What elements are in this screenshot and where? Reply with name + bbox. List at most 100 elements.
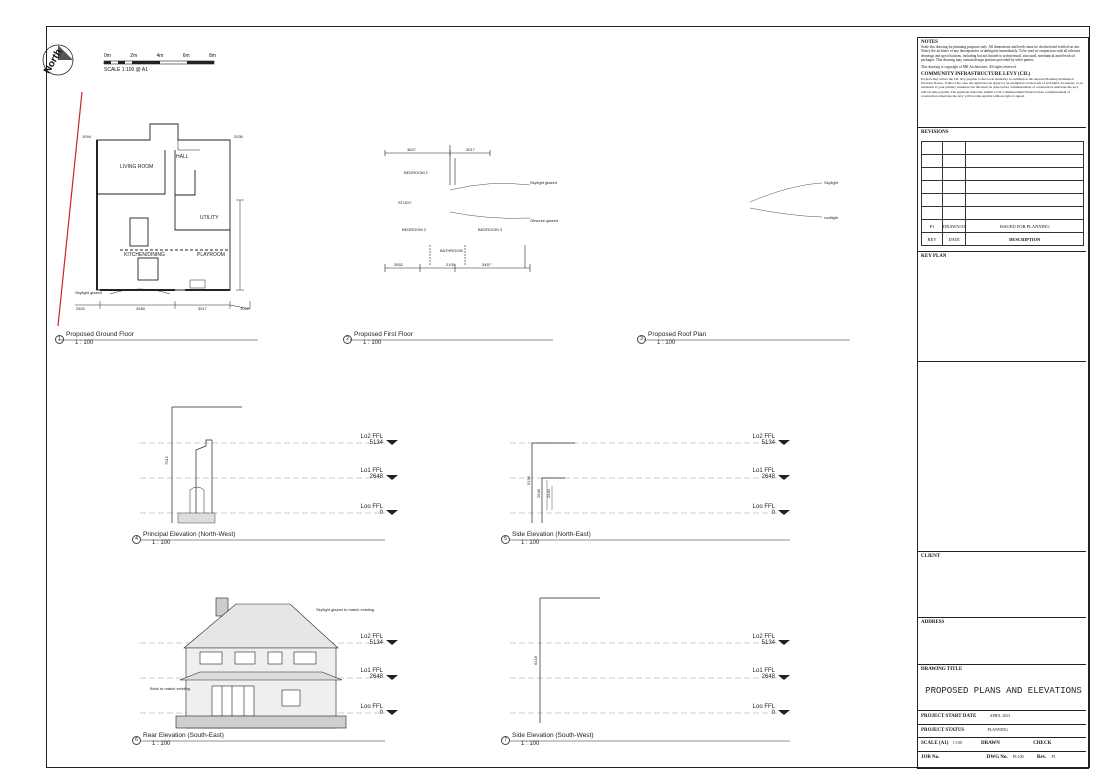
revisions-section: REVISIONS [918,128,1086,252]
project-start-row: PROJECT START DATE APRIL 2023 [918,711,1086,725]
view-title-rear: Rear Elevation (South-East)1 : 100 [143,732,224,747]
drawing-title-heading: DRAWING TITLE [921,667,963,672]
drawing-sheet-border [46,26,1090,768]
dim-first-a: 3647 [407,147,417,152]
revision-date: DRAWN/23 [941,219,967,233]
scale-caption: SCALE 1:100 @ A1 [104,67,148,73]
first-note-obscure: Obscure glazed [530,218,558,223]
copyright-text: This drawing is copyright of MK Architec… [921,64,1017,69]
job-row: JOB No. DWG No. PL100 Rev. P1 [918,752,1086,766]
revision-header-desc: DESCRIPTION [965,232,1084,246]
principal-elevation [171,406,242,524]
scale-bar [103,60,215,65]
scale-tick: 4m [156,53,164,59]
dim-ground-right: 3517 [198,306,208,311]
client-section: CLIENT [918,552,1086,618]
revision-row: P1 DRAWN/23 ISSUED FOR PLANNING [921,219,1084,233]
plan-label-living-room: LIVING ROOM [120,164,153,170]
drawing-title-section: DRAWING TITLE [918,665,1086,711]
job-label: JOB No. [921,755,940,760]
notes-text: Scale this drawing for planning purposes… [921,45,1080,63]
dim-first-e: 3457 [482,262,492,267]
scale-label: SCALE (A1) [921,741,949,746]
notes-heading: NOTES [921,40,938,45]
dwg-value: PL100 [1012,754,1024,759]
drawing-title: PROPOSED PLANS AND ELEVATIONS [925,686,1082,696]
rear-elevation [175,597,347,729]
plan-label-playroom: PLAYROOM [197,252,225,258]
site-boundary-line [57,91,83,327]
rear-note-wall: Brick to match existing [150,686,190,691]
north-arrow-icon [42,44,74,76]
plan-label-bedroom-1: BEDROOM 1 [404,170,429,175]
rev-value: P1 [1051,754,1056,759]
view-title-principal: Principal Elevation (North-West)1 : 100 [143,531,236,546]
dim-first-b: 3017 [466,147,476,152]
first-note-skylight: Skylight glazed [530,180,557,185]
view-number: 1 [55,335,64,344]
address-section: ADDRESS [918,618,1086,665]
ground-note-skylight: Skylight glazed [75,290,102,295]
dim-first-c: 3552 [394,262,404,267]
scale-tick: 8m [209,53,216,59]
level-marker-icons [386,440,790,715]
revision-desc: ISSUED FOR PLANNING [965,219,1084,233]
rear-note-roof: Skylight glazed to match existing [316,607,374,612]
dim-top-left: 1094 [82,134,92,139]
drawn-label: DRAWN [981,741,1000,746]
scale-value: 1:100 [952,740,962,745]
address-heading: ADDRESS [921,620,945,625]
dim-side-c: 2940 [546,488,551,498]
view-number: 6 [132,736,141,745]
scale-ticks: 0m 2m 4m 6m 8m [104,53,216,59]
plan-label-bedroom-2: BEDROOM 2 [402,227,427,232]
view-number: 5 [501,535,510,544]
client-heading: CLIENT [921,554,941,559]
dim-top-right: 2030 [234,134,244,139]
view-number: 4 [132,535,141,544]
plan-label-study: STUDY [398,200,412,205]
scale-row: SCALE (A1) 1:100 DRAWN CHECK [918,738,1086,752]
dim-side-a: 5139 [526,475,531,485]
key-plan-heading: KEY PLAN [921,254,947,259]
view-number: 7 [501,736,510,745]
blank-section [918,362,1086,552]
notes-section: NOTES Scale this drawing for planning pu… [918,38,1086,128]
dim-ground-mid: 3280 [136,306,146,311]
roof-plan [749,182,823,218]
revision-header-row: REV DATE DESCRIPTION [921,232,1084,246]
view-title-side-ne: Side Elevation (North-East)1 : 100 [512,531,591,546]
project-start-label: PROJECT START DATE [921,714,977,719]
roof-note-skylight: Skylight [824,180,839,185]
view-number: 2 [343,335,352,344]
plan-label-bedroom-3: BEDROOM 3 [478,227,503,232]
cil-text: Projects may attract the CIL levy payabl… [921,77,1083,98]
dim-ground-far: 1022 [240,306,250,311]
project-status-row: PROJECT STATUS PLANNING [918,725,1086,738]
rev-label: Rev. [1036,755,1047,760]
revisions-heading: REVISIONS [921,130,949,135]
scale-tick: 0m [104,53,111,59]
title-block: NOTES Scale this drawing for planning pu… [917,37,1089,769]
dim-sw-height: 6218 [533,655,538,665]
plan-label-utility: UTILITY [200,215,219,221]
cil-heading: COMMUNITY INFRASTRUCTURE LEVY (CIL) [921,72,1031,78]
dim-first-d: 2100 [446,262,456,267]
revisions-table: P1 DRAWN/23 ISSUED FOR PLANNING REV DATE… [921,141,1084,246]
side-elevation-sw [539,597,600,723]
view-number: 3 [637,335,646,344]
check-label: CHECK [1033,741,1052,746]
dim-ground-left: 2520 [76,306,86,311]
